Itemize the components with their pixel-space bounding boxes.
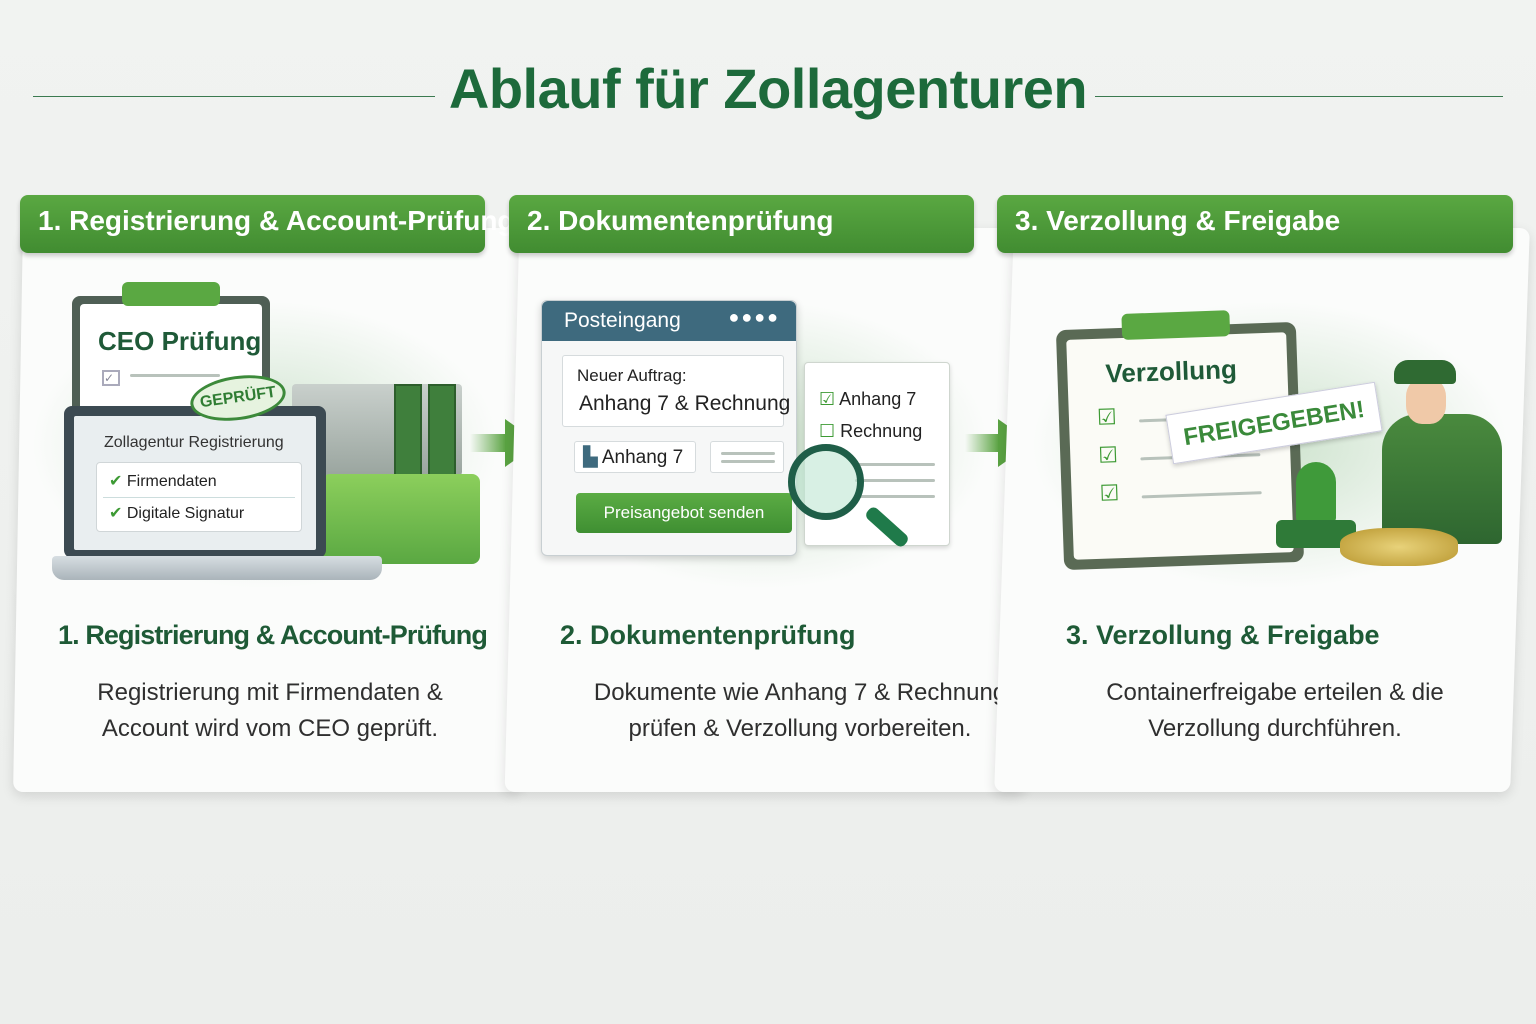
order-label: Neuer Auftrag: [577, 366, 687, 385]
more-dots-icon[interactable]: ●●●● [728, 307, 780, 327]
document-item: ☑ Anhang 7 [819, 389, 917, 409]
step-1-description: Registrierung mit Firmendaten &Account w… [97, 679, 443, 742]
arrow-shaft [965, 434, 999, 452]
checkbox-icon: ☑ [1096, 404, 1118, 430]
step-1-header: 1. Registrierung & Account-Prüfung [20, 195, 515, 253]
officer-face [1406, 378, 1446, 424]
stamp-icon [1296, 462, 1336, 522]
page-title: Ablauf für Zollagenturen [448, 57, 1088, 120]
clipboard-title: Verzollung [1104, 353, 1238, 389]
document-item: ☐ Rechnung [819, 421, 923, 441]
order-value: Anhang 7 & Rechnung [579, 392, 791, 415]
step-2-header: 2. Dokumentenprüfung [509, 195, 974, 253]
step-2-subtitle: 2. Dokumentenprüfung [560, 620, 856, 650]
checkbox-icon: ☑ [1097, 442, 1119, 468]
check-icon: ☑ [819, 389, 836, 409]
laptop-item: ✔ Digitale Signatur [109, 505, 245, 522]
inbox-window: Posteingang ●●●● Neuer Auftrag: Anhang 7… [541, 300, 797, 556]
arrow-shaft [470, 434, 506, 452]
check-icon: ✔ [109, 473, 123, 490]
laptop-item: ✔ Firmendaten [109, 473, 217, 490]
folder-icon: ▙ [583, 447, 598, 468]
customs-officer-icon [1382, 414, 1502, 544]
laptop-keyboard [52, 556, 382, 580]
title-rule-right [1095, 96, 1503, 97]
step-3-subtitle: 3. Verzollung & Freigabe [1066, 620, 1380, 650]
checkbox-icon: ☑ [1099, 480, 1120, 506]
coins-icon [1340, 528, 1458, 566]
checkbox-icon: ☐ [819, 421, 836, 441]
send-quote-button[interactable]: Preisangebot senden [576, 493, 792, 533]
magnifier-icon [788, 444, 864, 520]
order-box: Neuer Auftrag: Anhang 7 & Rechnung [562, 355, 790, 427]
clipboard-icon: CEO Prüfung ✓ [72, 282, 270, 446]
laptop-icon: Zollagentur Registrierung ✔ Firmendaten … [64, 406, 326, 558]
inbox-title: Posteingang [542, 301, 796, 341]
step-1-subtitle: 1. Registrierung & Account-Prüfung [58, 620, 488, 650]
attachment-chip[interactable]: ▙ Anhang 7 [574, 441, 696, 473]
attachment-preview [710, 441, 784, 473]
officer-cap [1394, 360, 1456, 384]
title-rule-left [33, 96, 435, 97]
clipboard-title: CEO Prüfung [98, 326, 262, 356]
step-3-header: 3. Verzollung & Freigabe [997, 195, 1513, 253]
folder-stack-icon [322, 474, 480, 564]
checkbox-icon: ✓ [102, 370, 120, 386]
check-icon: ✔ [109, 505, 123, 522]
laptop-title: Zollagentur Registrierung [104, 434, 284, 451]
